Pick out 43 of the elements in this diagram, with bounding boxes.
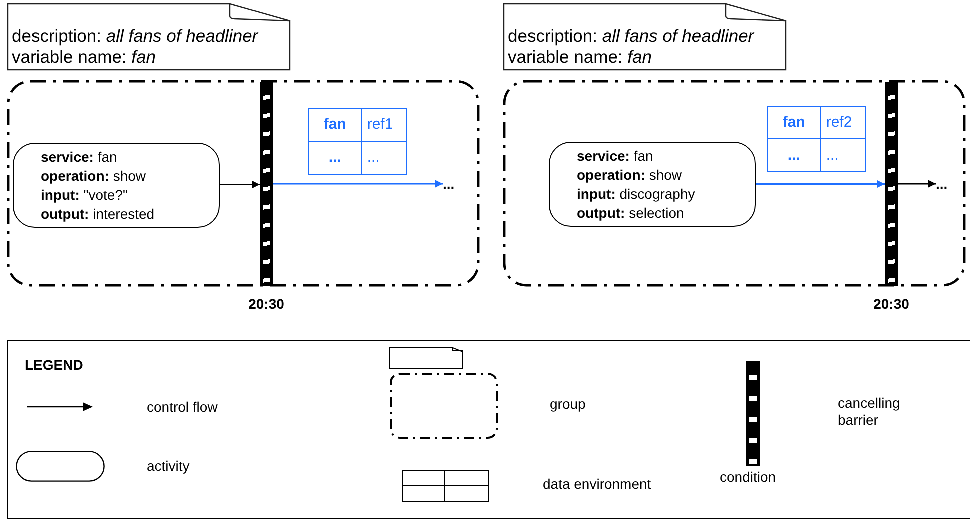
arrow xyxy=(756,180,885,188)
activity-text: service: fan xyxy=(577,147,654,166)
activity-text: output: interested xyxy=(41,205,155,224)
activity-text: operation: show xyxy=(41,167,146,186)
arrow xyxy=(898,180,936,188)
activity-text: input: "vote?" xyxy=(41,186,128,205)
ellipsis-text: ... xyxy=(443,175,465,193)
legend-text: data environment xyxy=(543,476,652,493)
table-cell: ... xyxy=(309,142,362,174)
table-cell: fan xyxy=(309,109,362,142)
data-table xyxy=(767,106,866,172)
note-text: description: all fans of headliner xyxy=(508,26,754,47)
activity-text: input: discography xyxy=(577,185,696,204)
table-cell-text: ... xyxy=(366,148,381,168)
legend-text: activity xyxy=(147,458,191,475)
time-label: 20:30 xyxy=(248,296,286,312)
note-text: description: all fans of headliner xyxy=(12,26,258,47)
table-cell-text: ... xyxy=(825,146,840,166)
legend-text: group xyxy=(550,396,587,413)
activity-box xyxy=(549,142,756,227)
table-cell: fan xyxy=(768,107,822,139)
time-label: 20:30 xyxy=(872,296,910,312)
group-frame xyxy=(503,80,966,287)
arrow xyxy=(220,180,260,189)
table-cell: ref1 xyxy=(362,109,406,142)
table-cell: ... xyxy=(768,139,822,171)
legend-text: condition xyxy=(720,469,776,486)
table-cell: ref2 xyxy=(821,107,865,139)
group-frame xyxy=(7,80,480,287)
barrier-bar xyxy=(260,82,273,286)
activity-text: service: fan xyxy=(41,148,118,167)
activity-text: operation: show xyxy=(577,166,682,185)
legend-text: cancelling barrier xyxy=(838,395,902,429)
barrier-bar xyxy=(885,82,898,286)
ellipsis-text: ... xyxy=(936,175,958,193)
data-table xyxy=(308,108,407,175)
activity-box xyxy=(13,143,220,228)
note-text: variable name: fan xyxy=(12,47,156,68)
legend-heading: LEGEND xyxy=(25,357,84,374)
legend-text: control flow xyxy=(147,399,219,416)
arrow xyxy=(273,180,443,188)
activity-text: output: selection xyxy=(577,204,684,223)
note-text: variable name: fan xyxy=(508,47,652,68)
